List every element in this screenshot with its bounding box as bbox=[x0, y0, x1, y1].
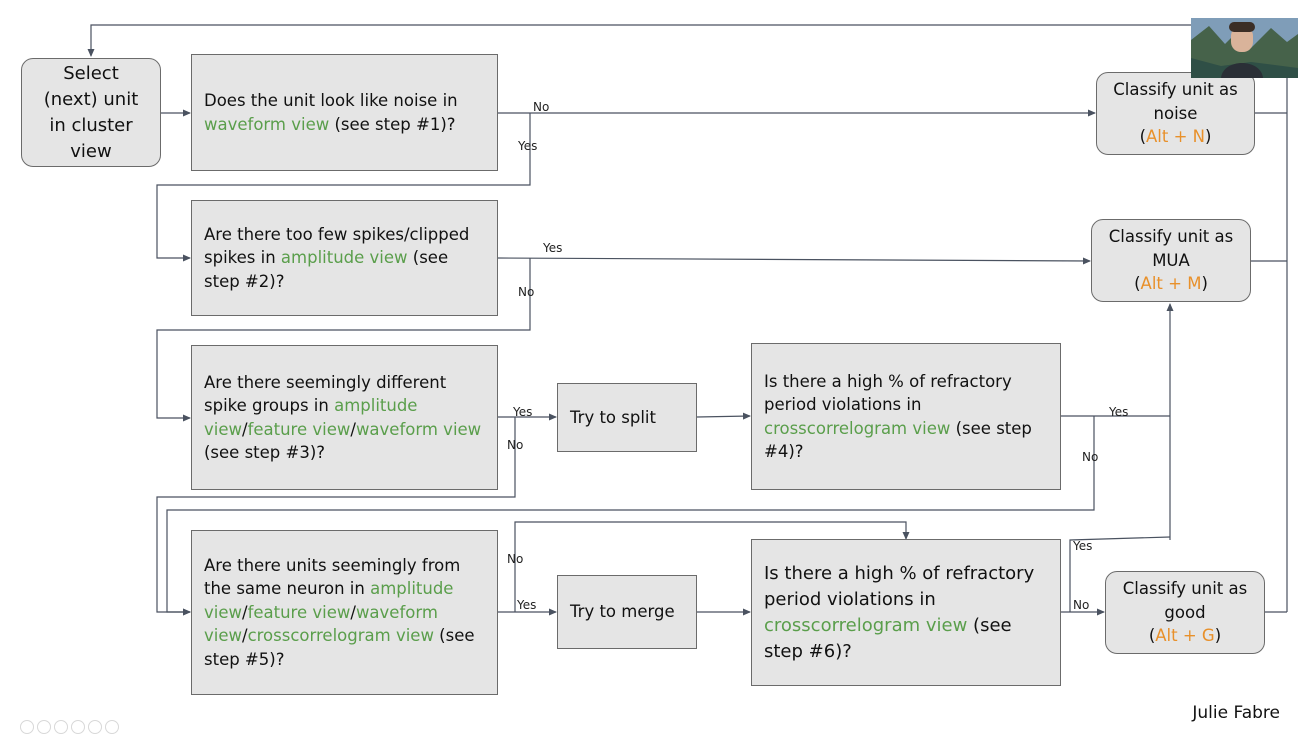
label-q3-yes: Yes bbox=[513, 405, 533, 419]
separator: / bbox=[242, 602, 248, 622]
paren: ( bbox=[1139, 127, 1146, 147]
question-refractory-4: Is there a high % of refractory period v… bbox=[751, 343, 1061, 490]
paren: ( bbox=[1134, 274, 1141, 294]
slides-grid-icon[interactable] bbox=[71, 720, 85, 734]
question-text: (see step #6)? bbox=[764, 614, 1012, 662]
classify-label: Classify unit as good bbox=[1122, 579, 1248, 622]
pen-icon[interactable] bbox=[54, 720, 68, 734]
paren: ) bbox=[1214, 626, 1222, 646]
label-q4-no: No bbox=[1082, 450, 1099, 464]
view-name: waveform view bbox=[204, 602, 438, 646]
label-q5-no: No bbox=[507, 552, 524, 566]
webcam-scene-icon bbox=[1191, 18, 1298, 78]
merge-step: Try to merge bbox=[557, 575, 697, 649]
zoom-icon[interactable] bbox=[88, 720, 102, 734]
separator: / bbox=[242, 626, 248, 646]
arrow-split-q4 bbox=[696, 412, 751, 420]
question-text: (see step #2)? bbox=[204, 248, 449, 291]
view-name: crosscorrelogram view bbox=[764, 418, 951, 438]
view-name: amplitude view bbox=[204, 579, 454, 622]
label-q3-no: No bbox=[507, 438, 524, 452]
arrow-q2-no bbox=[156, 258, 531, 422]
view-name: crosscorrelogram view bbox=[764, 614, 968, 636]
classify-good: Classify unit as good (Alt + G) bbox=[1105, 571, 1265, 654]
view-name: feature view bbox=[247, 419, 351, 439]
start-node-label: Select (next) unit in cluster view bbox=[43, 62, 139, 162]
question-spike-groups: Are there seemingly different spike grou… bbox=[191, 345, 498, 490]
question-text: (see step #3)? bbox=[204, 443, 326, 462]
merge-label: Try to merge bbox=[570, 602, 675, 622]
author-credit: Julie Fabre bbox=[1192, 703, 1280, 723]
shortcut-key: Alt + G bbox=[1155, 626, 1215, 646]
classify-label: Classify unit as noise bbox=[1113, 80, 1238, 123]
question-text: Is there a high % of refractory period v… bbox=[764, 562, 1035, 610]
label-q6-no: No bbox=[1073, 598, 1090, 612]
question-text: Are there too few spikes/clipped spikes … bbox=[204, 224, 470, 268]
next-slide-icon[interactable] bbox=[37, 720, 51, 734]
view-name: feature view bbox=[247, 602, 351, 622]
question-text: (see step #5)? bbox=[204, 626, 475, 669]
label-q4-yes: Yes bbox=[1109, 405, 1129, 419]
view-name: amplitude view bbox=[204, 396, 418, 439]
label-q1-no: No bbox=[533, 100, 550, 114]
question-text: (see step #1)? bbox=[329, 114, 456, 134]
slide-toolbar bbox=[20, 720, 119, 734]
arrow-q6-yes bbox=[1069, 536, 1171, 612]
start-node: Select (next) unit in cluster view bbox=[21, 58, 161, 167]
split-label: Try to split bbox=[570, 407, 656, 427]
view-name: waveform view bbox=[204, 114, 330, 134]
classify-mua: Classify unit as MUA (Alt + M) bbox=[1091, 219, 1251, 302]
arrow-q4-no bbox=[166, 416, 1095, 616]
webcam-video bbox=[1191, 18, 1298, 78]
prev-slide-icon[interactable] bbox=[20, 720, 34, 734]
question-text: Are there seemingly different spike grou… bbox=[204, 372, 447, 416]
classify-noise: Classify unit as noise (Alt + N) bbox=[1096, 72, 1255, 155]
question-same-neuron: Are there units seemingly from the same … bbox=[191, 530, 498, 695]
question-noise: Does the unit look like noise in wavefor… bbox=[191, 54, 498, 171]
paren: ) bbox=[1201, 274, 1208, 294]
question-text: Are there units seemingly from the same … bbox=[204, 555, 461, 599]
separator: / bbox=[350, 602, 356, 622]
view-name: waveform view bbox=[355, 419, 482, 439]
shortcut-key: Alt + M bbox=[1140, 274, 1202, 294]
arrow-q1-yes bbox=[156, 113, 531, 262]
label-q1-yes: Yes bbox=[518, 139, 538, 153]
view-name: amplitude view bbox=[280, 248, 408, 268]
question-too-few-spikes: Are there too few spikes/clipped spikes … bbox=[191, 200, 498, 316]
classify-label: Classify unit as MUA bbox=[1108, 227, 1234, 270]
more-options-icon[interactable] bbox=[105, 720, 119, 734]
question-refractory-6: Is there a high % of refractory period v… bbox=[751, 539, 1061, 686]
view-name: crosscorrelogram view bbox=[247, 626, 434, 646]
arrow-q2-yes bbox=[497, 257, 1091, 265]
label-q5-yes: Yes bbox=[517, 598, 537, 612]
label-q2-yes: Yes bbox=[543, 241, 563, 255]
question-text: Does the unit look like noise in bbox=[204, 91, 458, 110]
split-step: Try to split bbox=[557, 383, 697, 452]
label-q2-no: No bbox=[518, 285, 535, 299]
question-text: (see step #4)? bbox=[764, 418, 1032, 462]
arrow-q5-no bbox=[514, 521, 910, 612]
question-text: Is there a high % of refractory period v… bbox=[764, 371, 1012, 415]
label-q6-yes: Yes bbox=[1073, 539, 1093, 553]
shortcut-key: Alt + N bbox=[1146, 127, 1205, 147]
loop-line bbox=[87, 24, 1287, 57]
paren: ) bbox=[1205, 127, 1212, 147]
separator: / bbox=[242, 419, 248, 439]
separator: / bbox=[350, 419, 356, 439]
paren: ( bbox=[1148, 626, 1156, 646]
